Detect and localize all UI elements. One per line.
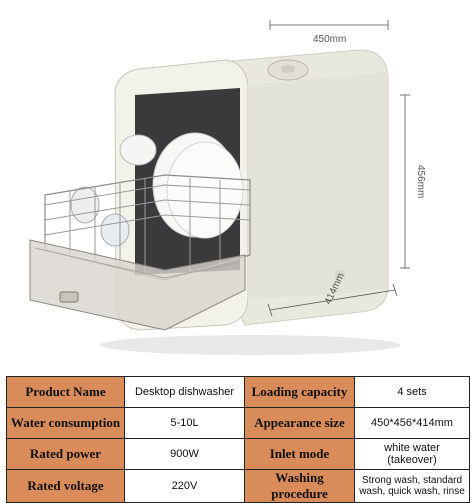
spec-label: Water consumption xyxy=(6,407,125,439)
spec-row: Rated voltage 220V Washing procedure Str… xyxy=(6,469,470,503)
dishwasher-image: 450mm 456mm 414mm xyxy=(29,20,426,355)
product-image-area: 450mm 456mm 414mm xyxy=(29,20,426,355)
spec-value: Desktop dishwasher xyxy=(124,376,245,408)
spec-row: Product Name Desktop dishwasher Loading … xyxy=(6,376,470,408)
spec-label: Rated power xyxy=(6,438,125,470)
spec-label: Rated voltage xyxy=(6,469,125,503)
dim-width-label: 450mm xyxy=(313,34,346,45)
spec-table: Product Name Desktop dishwasher Loading … xyxy=(6,376,470,503)
spec-label: Inlet mode xyxy=(244,438,355,470)
spec-value: Strong wash, standard wash, quick wash, … xyxy=(354,469,470,503)
spec-label: Product Name xyxy=(6,376,125,408)
spec-value: 5-10L xyxy=(124,407,245,439)
spec-row: Rated power 900W Inlet mode white water … xyxy=(6,438,470,470)
spec-value: 450*456*414mm xyxy=(354,407,470,439)
spec-value: 4 sets xyxy=(354,376,470,408)
spec-value: white water (takeover) xyxy=(354,438,470,470)
spec-label: Appearance size xyxy=(244,407,355,439)
spec-label: Washing procedure xyxy=(244,469,355,503)
spec-value: 900W xyxy=(124,438,245,470)
spec-row: Water consumption 5-10L Appearance size … xyxy=(6,407,470,439)
dimension-arrows xyxy=(267,20,410,317)
dim-height-label: 456mm xyxy=(415,165,426,198)
spec-value: 220V xyxy=(124,469,245,503)
spec-label: Loading capacity xyxy=(244,376,355,408)
